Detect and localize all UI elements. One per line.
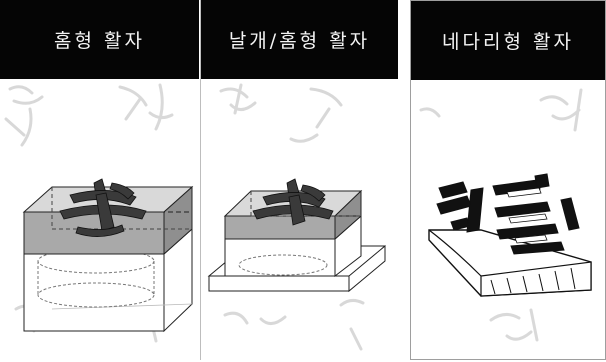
panel-four-leg-type: 네다리형 활자: [410, 0, 606, 360]
wing-groove-type-diagram: [207, 178, 386, 293]
panel-title: 날개/홈형 활자: [228, 30, 371, 52]
watermark-calligraphy: [419, 88, 583, 342]
watermark-calligraphy: [219, 83, 365, 351]
panel-groove-type: 홈형 활자: [0, 0, 199, 360]
panel-wing-groove-type: 날개/홈형 활자: [200, 0, 398, 360]
four-leg-type-diagram: [428, 173, 592, 297]
panel-title: 홈형 활자: [54, 30, 145, 52]
panel-gap: [398, 0, 410, 362]
panel-title: 네다리형 활자: [442, 31, 574, 53]
panel-header: 홈형 활자: [0, 0, 199, 79]
groove-type-diagram: [22, 178, 194, 333]
panel-header: 날개/홈형 활자: [201, 0, 398, 79]
panel-header: 네다리형 활자: [411, 1, 605, 80]
